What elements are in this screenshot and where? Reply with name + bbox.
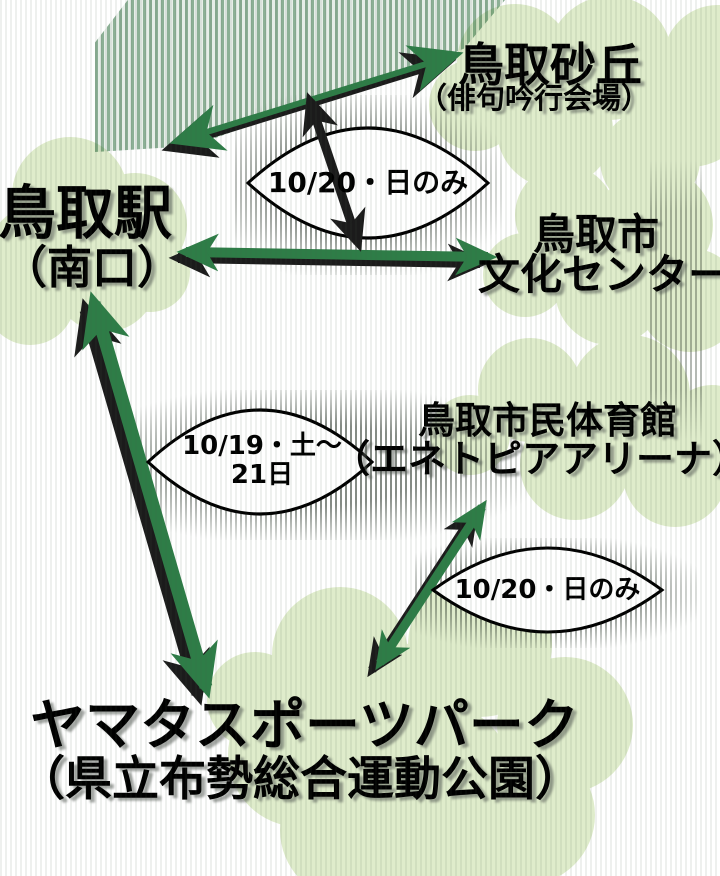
yamata-park-label-line1: ヤマタスポーツパーク [30,693,579,757]
yamata-park-label-line2: （県立布勢総合運動公園） [18,752,582,807]
dunes-sublabel: （俳句吟行会場） [418,81,651,115]
schedule-text-yamata-line2: 21日 [230,460,294,490]
halo-right-column [650,160,705,440]
culture-center-label-line2: 文化センター [478,250,720,299]
gymnasium-label-line1: 鳥取市民体育館 [418,399,677,442]
schedule-text-yamata-line1: 10/19・土～ [182,431,342,461]
station-sublabel: （南口） [2,241,183,294]
station-label: 鳥取駅 [0,179,173,247]
schedule-text-gym-yamata: 10/20・日のみ [454,575,641,605]
gymnasium-label-line2: （エネトピアアリーナ） [332,437,720,481]
schedule-text-dunes: 10/20・日のみ [267,166,469,199]
